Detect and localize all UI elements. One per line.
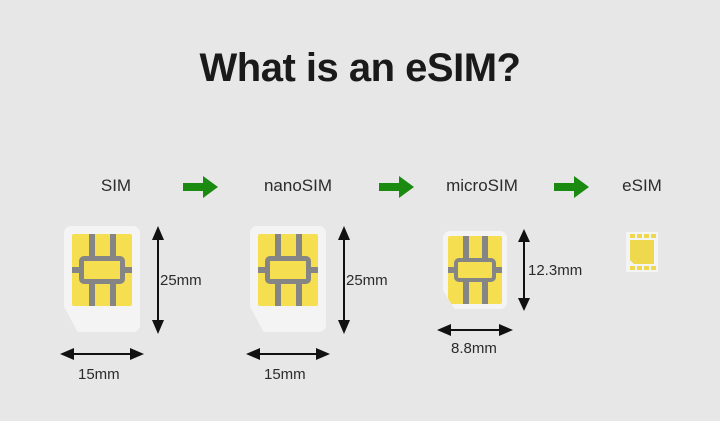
- nanosim-card: [250, 226, 326, 332]
- esim-pin: [630, 266, 635, 270]
- page-title: What is an eSIM?: [199, 46, 521, 90]
- nanosim-height-dimension: [334, 226, 354, 339]
- arrow-sim-to-nanosim-icon: [183, 174, 219, 205]
- sim-width-dimension: [60, 344, 144, 369]
- esim-pin: [651, 234, 656, 238]
- microsim-card: [443, 231, 507, 309]
- esim-item: eSIM: [572, 176, 712, 296]
- microsim-width-dimension: [437, 320, 513, 345]
- vertical-dimension-arrow-icon: [338, 226, 350, 334]
- vertical-dimension-arrow-icon: [152, 226, 164, 334]
- esim-pin: [637, 234, 642, 238]
- vertical-dimension-arrow-icon: [518, 229, 530, 311]
- nanosim-label: nanoSIM: [263, 176, 333, 195]
- microsim-height-label: 12.3mm: [528, 262, 583, 279]
- sim-label: SIM: [100, 176, 132, 195]
- sim-chip: [72, 234, 132, 306]
- nanosim-height-label: 25mm: [346, 272, 388, 289]
- microsim-width-label: 8.8mm: [451, 340, 497, 357]
- microsim-chip: [448, 236, 502, 304]
- microsim-item: microSIM: [412, 176, 552, 356]
- esim-pin: [644, 234, 649, 238]
- esim-chip: [626, 232, 658, 272]
- sim-width-label: 15mm: [78, 366, 120, 383]
- chip-hub: [265, 256, 311, 284]
- esim-pin: [651, 266, 656, 270]
- chip-hub: [454, 258, 496, 282]
- nanosim-chip: [258, 234, 318, 306]
- horizontal-dimension-arrow-icon: [60, 348, 144, 360]
- sim-card: [64, 226, 140, 332]
- esim-label: eSIM: [622, 176, 662, 195]
- horizontal-dimension-arrow-icon: [437, 324, 513, 336]
- sim-height-label: 25mm: [160, 272, 202, 289]
- horizontal-dimension-arrow-icon: [246, 348, 330, 360]
- nanosim-width-dimension: [246, 344, 330, 369]
- sim-item: SIM: [46, 176, 186, 386]
- microsim-label: microSIM: [446, 176, 518, 195]
- nanosim-item: nanoSIM: [228, 176, 368, 386]
- chip-hub: [79, 256, 125, 284]
- nanosim-width-label: 15mm: [264, 366, 306, 383]
- arrow-nanosim-to-microsim-icon: [379, 174, 415, 205]
- microsim-height-dimension: [514, 229, 534, 316]
- sim-height-dimension: [148, 226, 168, 339]
- esim-pin: [644, 266, 649, 270]
- esim-pin: [637, 266, 642, 270]
- esim-die: [630, 240, 654, 264]
- arrow-microsim-to-esim-icon: [554, 174, 590, 205]
- esim-pin: [630, 234, 635, 238]
